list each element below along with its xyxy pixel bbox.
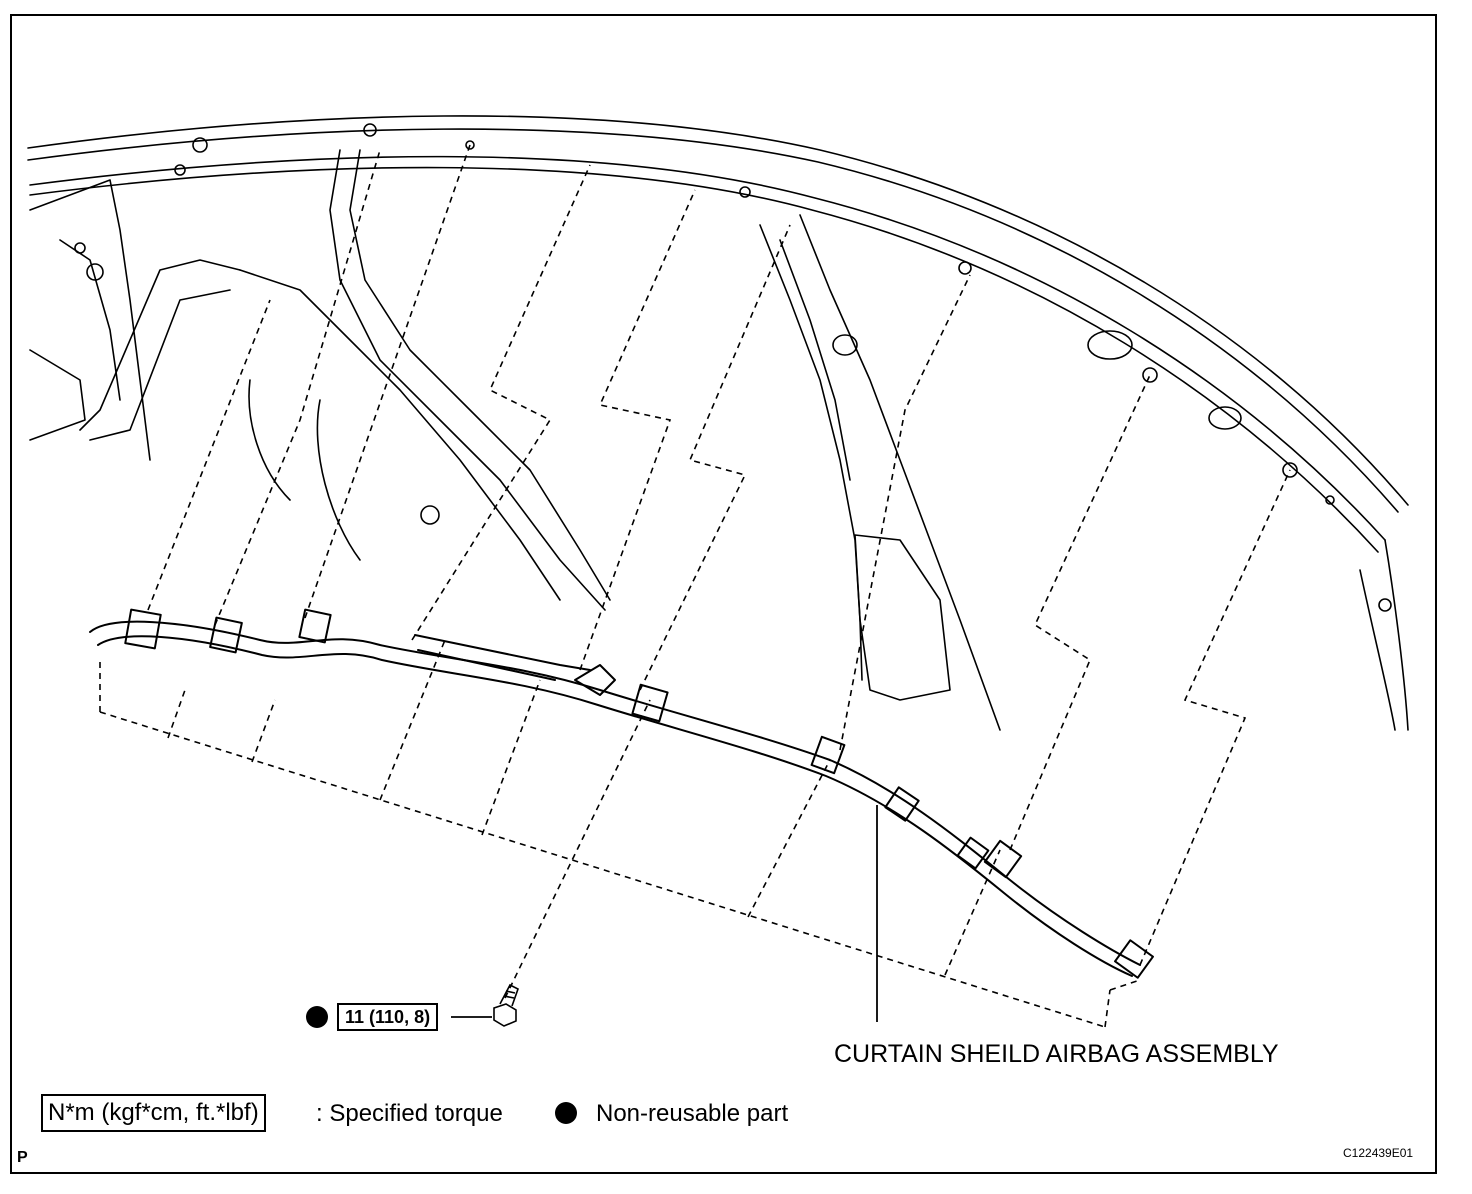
bolt-icon: [493, 983, 519, 1027]
curtain-airbag: [89, 608, 1154, 979]
roof-rail-outer: [27, 115, 1409, 506]
roof-rail-inner-1: [27, 128, 1399, 513]
page-code: P: [17, 1149, 28, 1166]
legend-torque-unit-box: N*m (kgf*cm, ft.*lbf): [41, 1094, 266, 1132]
legend-nonreusable-desc: Non-reusable part: [596, 1100, 789, 1127]
black-dot-icon: [306, 1006, 328, 1028]
legend-torque-desc: : Specified torque: [316, 1100, 503, 1127]
black-dot-icon: [555, 1102, 577, 1124]
front-pillar: [29, 179, 151, 461]
rear-pillar: [759, 224, 863, 681]
roof-rail-inner-3: [29, 166, 1379, 553]
torque-spec-box: 11 (110, 8): [337, 1003, 439, 1031]
figure-code: C122439E01: [1343, 1146, 1414, 1160]
guide-lines: [99, 144, 1291, 1028]
legend-torque-unit: N*m (kgf*cm, ft.*lbf): [48, 1099, 259, 1126]
torque-spec: 11 (110, 8): [345, 1006, 431, 1027]
roof-rail-inner-2: [29, 155, 1386, 541]
center-pillar: [329, 149, 606, 611]
part-label: CURTAIN SHEILD AIRBAG ASSEMBLY: [834, 1040, 1279, 1068]
diagram-frame: [10, 14, 1437, 1174]
